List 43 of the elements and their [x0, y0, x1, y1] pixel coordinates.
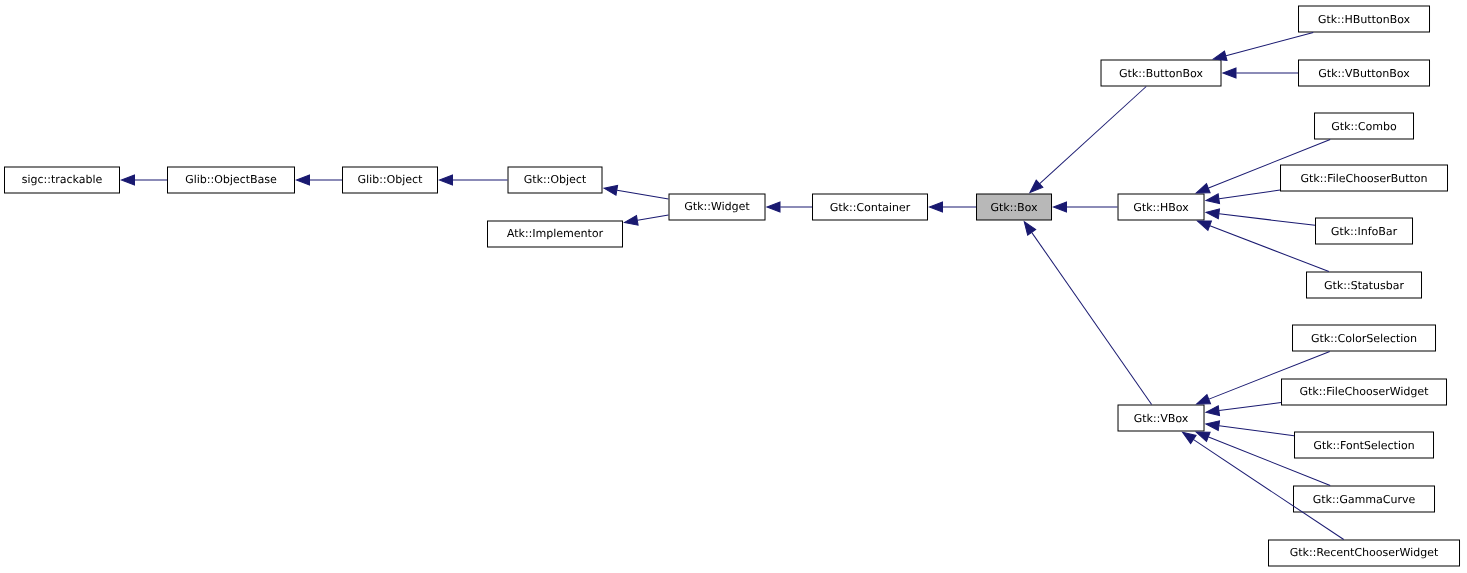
- arrow: [1205, 420, 1295, 437]
- arrow: [603, 184, 669, 200]
- class-box: Gtk::VBox: [1117, 404, 1205, 432]
- class-box: Atk::Implementor: [487, 220, 623, 248]
- class-box: Gtk::FontSelection: [1294, 431, 1434, 459]
- class-box: Glib::ObjectBase: [167, 166, 295, 194]
- class-box: Gtk::GammaCurve: [1293, 485, 1435, 513]
- class-box: Gtk::Container: [812, 193, 928, 221]
- class-box: Gtk::Statusbar: [1306, 271, 1422, 299]
- arrow: [1205, 189, 1281, 205]
- class-box: Gtk::Combo: [1314, 112, 1414, 140]
- arrow: [295, 174, 343, 186]
- arrow: [120, 174, 168, 186]
- class-box: Gtk::FileChooserButton: [1280, 164, 1448, 192]
- arrow: [1197, 220, 1330, 272]
- arrow: [1182, 431, 1345, 540]
- arrow: [1196, 351, 1331, 405]
- class-box: sigc::trackable: [4, 166, 120, 194]
- class-box: Gtk::HBox: [1117, 193, 1205, 221]
- class-box: Gtk::Object: [507, 166, 603, 194]
- arrow: [438, 174, 508, 186]
- arrow: [1205, 208, 1316, 226]
- class-box: Gtk::Box: [976, 193, 1052, 221]
- class-box: Gtk::Widget: [668, 193, 766, 221]
- arrow: [928, 201, 977, 213]
- class-box: Gtk::VButtonBox: [1298, 59, 1430, 87]
- class-box: Gtk::InfoBar: [1315, 217, 1413, 245]
- class-box: Gtk::ButtonBox: [1100, 59, 1222, 87]
- arrow: [1212, 32, 1314, 61]
- class-box: Glib::Object: [342, 166, 438, 194]
- class-box: Gtk::FileChooserWidget: [1281, 378, 1447, 406]
- arrow: [1205, 402, 1282, 416]
- class-box: Gtk::RecentChooserWidget: [1268, 539, 1460, 567]
- class-box: Gtk::ColorSelection: [1292, 324, 1436, 352]
- arrow: [1029, 86, 1147, 193]
- class-box: Gtk::HButtonBox: [1298, 5, 1430, 33]
- arrow: [1195, 139, 1331, 194]
- arrow: [1195, 431, 1331, 486]
- arrow: [1023, 221, 1153, 405]
- arrow: [623, 214, 669, 226]
- arrow: [1052, 201, 1118, 213]
- arrow: [1222, 67, 1299, 79]
- arrow: [766, 201, 813, 213]
